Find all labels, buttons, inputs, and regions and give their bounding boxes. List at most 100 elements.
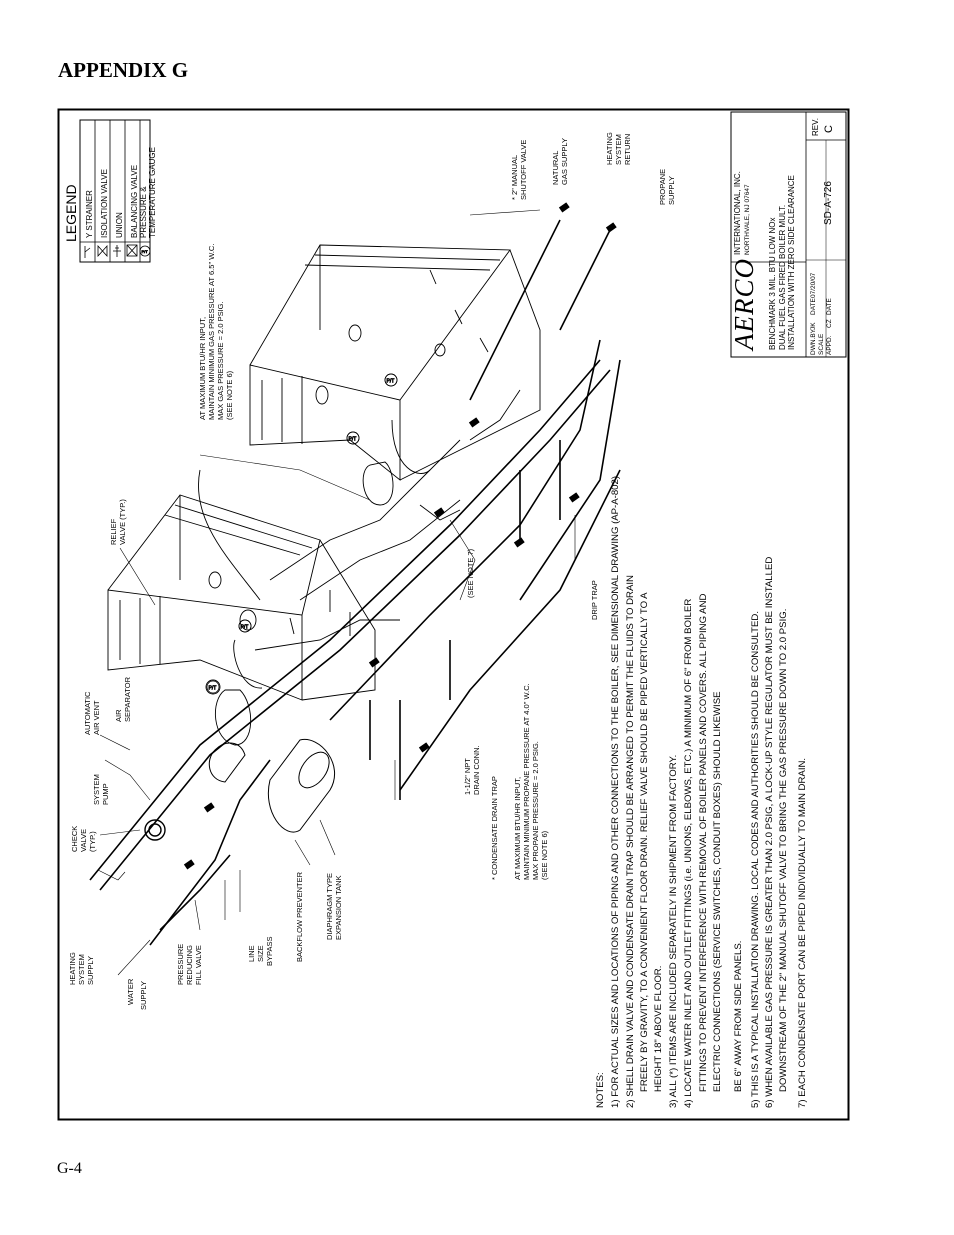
secondary-piping — [198, 389, 521, 651]
label-air-separator-2: SEPARATOR — [123, 676, 132, 722]
label-system-pump-2: PUMP — [101, 783, 110, 805]
rev-value: C — [823, 125, 835, 133]
label-water-supply-2: SUPPLY — [139, 981, 148, 1010]
label-npt-2: DRAIN CONN. — [472, 745, 481, 795]
title-line-3: INSTALLATION WITH ZERO SIDE CLEARANCE — [787, 175, 796, 350]
legend-isolation-valve: ISOLATION VALVE — [100, 169, 109, 238]
dwn-by-label: DWN.BY — [810, 328, 817, 355]
note-line-3: FREELY BY GRAVITY, TO A CONVENIENT FLOOR… — [639, 592, 650, 1092]
balancing-valve-icon — [126, 244, 138, 257]
svg-text:P/T: P/T — [142, 249, 149, 254]
pt-gauges: P/T P/T P/T P/T — [206, 373, 398, 694]
leader-lines — [97, 209, 576, 976]
label-relief-valve-2: VALVE (TYP.) — [118, 499, 127, 545]
label-gas-note-3: MAX GAS PRESSURE = 2.0 PSIG. — [216, 301, 225, 420]
note-line-7: FITTINGS TO PREVENT INTERFERENCE WITH RE… — [698, 593, 709, 1092]
drawing-number: SD-A-726 — [823, 181, 834, 225]
label-prv-2: REDUCING — [185, 945, 194, 985]
label-drip-trap: DRIP TRAP — [590, 580, 599, 620]
title-line-2: DUAL FUEL GAS FIRED BOILER MULT. — [778, 205, 787, 350]
label-air-vent-2: AIR VENT — [92, 700, 101, 735]
label-system-pump-1: SYSTEM — [92, 774, 101, 805]
label-gas-note-4: (SEE NOTE 6) — [225, 370, 234, 420]
air-separator — [208, 742, 246, 783]
date-label: DATE — [810, 297, 817, 315]
label-heating-system-supply-2: SYSTEM — [77, 954, 86, 985]
label-gas-note-1: AT MAXIMUM BTU/HR INPUT, — [198, 317, 207, 420]
legend-balancing-valve: BALANCING VALVE — [130, 165, 139, 238]
note-line-9: BE 6" AWAY FROM SIDE PANELS. — [733, 941, 744, 1092]
note-line-10: 5) THIS IS A TYPICAL INSTALLATION DRAWIN… — [750, 611, 761, 1108]
system-piping — [89, 219, 621, 946]
note-line-12: DOWNSTREAM OF THE 2" MANUAL SHUTOFF VALV… — [778, 609, 789, 1092]
label-natural-gas-1: NATURAL — [551, 151, 560, 185]
note-line-11: 6) WHEN AVAILABLE GAS PRESSURE IS GREATE… — [764, 557, 775, 1108]
company-name: INTERNATIONAL, INC. — [733, 171, 742, 255]
label-backflow-preventer: BACKFLOW PREVENTER — [295, 871, 304, 962]
aerco-logo: AERCO — [729, 258, 759, 352]
legend-y-strainer: Y STRAINER — [85, 190, 94, 238]
svg-text:P/T: P/T — [349, 437, 357, 443]
label-check-valve-1: CHECK — [70, 826, 79, 852]
label-prv-1: PRESSURE — [176, 944, 185, 985]
legend-union: UNION — [115, 212, 124, 238]
boiler-unit-2 — [249, 244, 541, 506]
label-heating-return-1: HEATING — [605, 132, 614, 165]
label-check-valve-3: (TYP.) — [88, 831, 97, 852]
rev-label: REV. — [811, 118, 820, 136]
scale-label: SCALE — [818, 333, 825, 355]
notes: NOTES: 1) FOR ACTUAL SIZES AND LOCATIONS… — [595, 473, 808, 1108]
company-address: NORTHVALE, NJ 07647 — [744, 184, 751, 255]
label-propane-supply-2: SUPPLY — [667, 176, 676, 205]
expansion-tank — [267, 739, 336, 833]
page-heading: APPENDIX G — [58, 58, 189, 82]
label-heating-return-3: RETURN — [623, 134, 632, 165]
y-strainer-icon — [84, 246, 91, 258]
note-line-5: 3) ALL (*) ITEMS ARE INCLUDED SEPARATELY… — [668, 755, 679, 1108]
label-bypass-3: BYPASS — [265, 937, 274, 966]
label-bypass-1: LINE — [247, 945, 256, 962]
label-tank-1: DIAPHRAGM TYPE — [325, 873, 334, 940]
pressure-temperature-gauge-icon: P/T — [139, 245, 151, 257]
svg-text:P/T: P/T — [387, 379, 395, 385]
date-value: 07/20/07 — [810, 272, 817, 298]
label-check-valve-2: VALVE — [79, 829, 88, 852]
boiler-unit-1 — [107, 494, 376, 746]
label-heating-system-supply-1: HEATING — [68, 952, 77, 985]
date2-label: DATE — [826, 297, 833, 315]
note-line-6: 4) LOCATE WATER INLET AND OUTLET FITTING… — [683, 599, 694, 1108]
system-pump — [144, 819, 166, 841]
label-npt-1: 1-1/2" NPT — [463, 758, 472, 795]
note-line-1: 1) FOR ACTUAL SIZES AND LOCATIONS OF PIP… — [610, 473, 621, 1108]
label-air-vent-1: AUTOMATIC — [83, 691, 92, 735]
title-block: AERCO INTERNATIONAL, INC. NORTHVALE, NJ … — [729, 111, 847, 358]
label-propane-note-2: MAINTAIN MINIMUM PROPANE PRESSURE AT 4.0… — [522, 683, 531, 880]
legend: LEGEND Y STRAINER ISOLATION VALVE UNION … — [63, 119, 157, 263]
label-prv-3: FILL VALVE — [194, 945, 203, 985]
title-line-1: BENCHMARK 3 MIL. BTU LOW NOx — [768, 218, 777, 350]
note-line-13: 7) EACH CONDENSATE PORT CAN BE PIPED IND… — [797, 758, 808, 1108]
page-number: G-4 — [57, 1160, 82, 1177]
label-manual-shutoff-1: * 2" MANUAL — [510, 155, 519, 200]
label-natural-gas-2: GAS SUPPLY — [560, 138, 569, 185]
label-air-separator-1: AIR — [114, 709, 123, 722]
label-propane-note-1: AT MAXIMUM BTU/HR INPUT, — [513, 777, 522, 880]
svg-text:P/T: P/T — [209, 686, 217, 692]
notes-title: NOTES: — [595, 1072, 606, 1108]
legend-title: LEGEND — [63, 184, 79, 242]
note-line-8: ELECTRIC CONNECTIONS (SERVICE SWITCHES, … — [712, 691, 723, 1092]
appd-label: APPD. — [826, 335, 833, 355]
union-icon — [113, 245, 121, 257]
label-heating-return-2: SYSTEM — [614, 134, 623, 165]
label-gas-note-2: MAINTAIN MINIMUM GAS PRESSURE AT 6.5" W.… — [207, 244, 216, 420]
label-manual-shutoff-2: SHUTOFF VALVE — [519, 140, 528, 200]
label-propane-note-3: MAX PROPANE PRESSURE = 2.0 PSIG. — [531, 741, 540, 880]
appd-value: CZ — [826, 319, 833, 328]
svg-text:P/T: P/T — [241, 625, 249, 631]
legend-pt-gauge-2: TEMPERATURE GAUGE — [148, 147, 157, 238]
note-line-2: 2) SHELL DRAIN VALVE AND CONDENSATE DRAI… — [625, 575, 636, 1108]
label-heating-system-supply-3: SUPPLY — [86, 956, 95, 985]
fitting-marks — [183, 202, 617, 870]
label-condensate-trap: * CONDENSATE DRAIN TRAP — [490, 776, 499, 880]
